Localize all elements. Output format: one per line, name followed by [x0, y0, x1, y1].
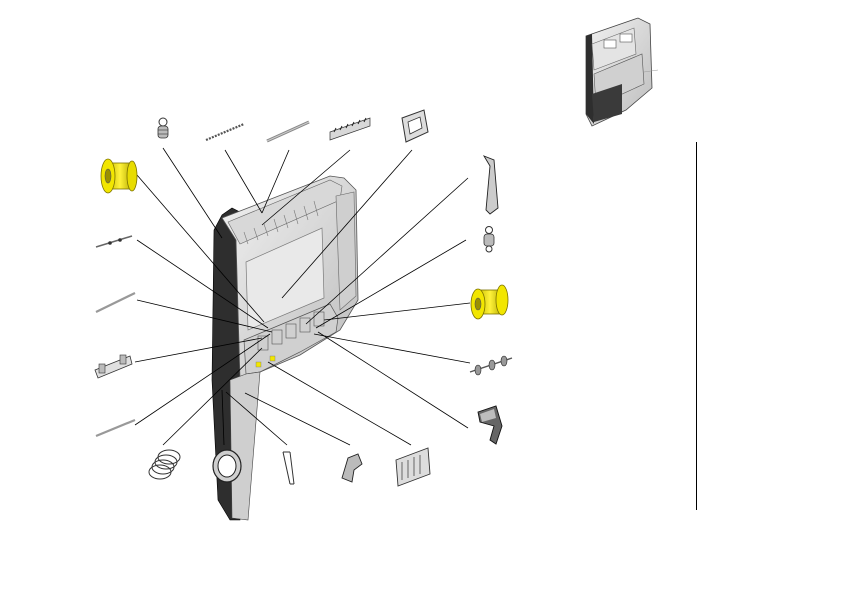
- latch-icon: [341, 453, 363, 483]
- comb-bracket-icon: [329, 117, 371, 141]
- vertical-divider: [696, 142, 697, 510]
- extension-spring-icon: [483, 226, 495, 253]
- spool-icon: [100, 158, 138, 194]
- frame-clip-icon: [401, 109, 429, 143]
- rod-icon: [95, 292, 136, 313]
- top-rib-pattern: [243, 200, 319, 245]
- rod-icon: [266, 120, 310, 143]
- extension-spring-icon: [157, 117, 169, 139]
- terminal-block-icon: [395, 447, 431, 487]
- rod-icon: [95, 418, 136, 438]
- lever-icon: [477, 405, 503, 445]
- main-housing: [211, 175, 359, 521]
- shaft-icon: [95, 235, 133, 248]
- channel-icon: [482, 155, 499, 215]
- leader-lines: [134, 147, 471, 446]
- pin-icon: [205, 122, 245, 142]
- ring-icon: [212, 449, 242, 483]
- clip-pin-icon: [282, 451, 295, 485]
- assembled-housing-thumbnail: [585, 17, 658, 127]
- bracket-icon: [94, 354, 133, 379]
- spool-icon: [470, 284, 509, 320]
- roller-shaft-icon: [469, 355, 513, 376]
- coil-spring-icon: [148, 449, 181, 480]
